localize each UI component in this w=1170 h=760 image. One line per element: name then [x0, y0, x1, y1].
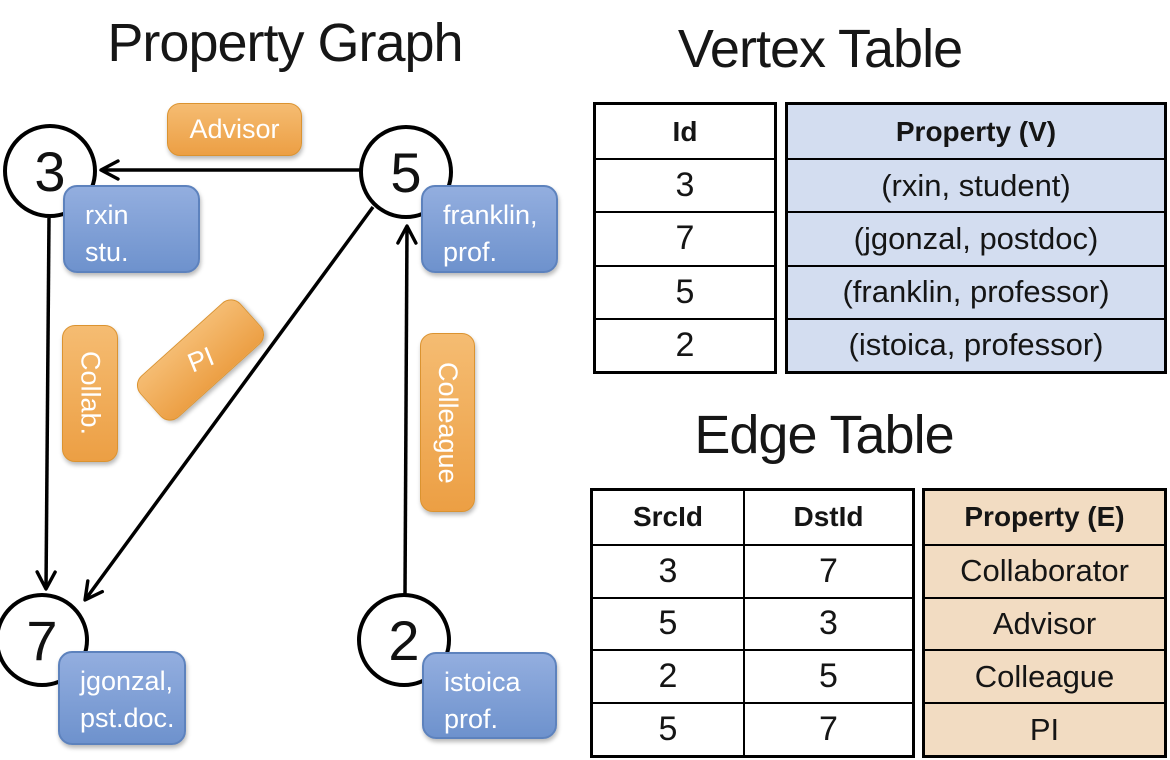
table-cell: 7: [743, 702, 912, 755]
table-cell: 7: [596, 211, 774, 264]
table-cell: Collaborator: [925, 543, 1164, 597]
table-cell: 5: [593, 596, 743, 650]
table-cell: 5: [593, 702, 743, 755]
edge-collab-3-to-7: [35, 217, 57, 591]
table-cell: (rxin, student): [788, 158, 1164, 211]
vertex-props-franklin: franklin, prof.: [421, 185, 558, 273]
vertex-props-jgonzal: jgonzal, pst.doc.: [58, 651, 186, 745]
edge-pi-5-to-7: [83, 205, 375, 602]
table-cell: 3: [596, 158, 774, 211]
edge-label-colleague: Colleague: [420, 333, 475, 512]
vertex-table-id-column: Id 3 7 5 2: [593, 102, 777, 374]
edge-col-header-srcid: SrcId: [632, 501, 704, 533]
edge-col-header-dstid: DstId: [743, 491, 912, 544]
vertex-props-istoica: istoica prof.: [422, 652, 557, 739]
vertex-table-title: Vertex Table: [677, 19, 963, 79]
edge-table-title: Edge Table: [694, 405, 954, 465]
table-cell: 3: [743, 596, 912, 650]
property-graph-title: Property Graph: [107, 13, 463, 73]
node-5: 5: [359, 125, 453, 219]
table-cell: 2: [596, 317, 774, 371]
table-cell: 7: [743, 543, 912, 597]
table-cell: PI: [925, 702, 1164, 755]
table-cell: Colleague: [925, 649, 1164, 702]
vertex-table-property-column: Property (V) (rxin, student) (jgonzal, p…: [785, 102, 1167, 374]
table-cell: (jgonzal, postdoc): [788, 211, 1164, 264]
edge-table-id-columns: SrcId DstId 3 7 5 3 2 5 5 7: [590, 488, 915, 758]
table-cell: 5: [596, 264, 774, 318]
table-cell: 5: [743, 649, 912, 703]
edge-label-advisor: Advisor: [167, 103, 302, 156]
vertex-props-rxin: rxin stu.: [63, 185, 200, 273]
graph-edges: [35, 159, 418, 602]
edge-label-collab: Collab.: [62, 325, 118, 462]
table-cell: 2: [593, 649, 743, 702]
table-cell: (franklin, professor): [788, 264, 1164, 318]
table-cell: 3: [593, 543, 743, 597]
table-cell: (istoica, professor): [788, 317, 1164, 371]
vertex-col-header-property: Property (V): [895, 115, 1057, 147]
vertex-col-header-id: Id: [672, 115, 698, 147]
edge-colleague-2-to-5: [396, 224, 418, 595]
edge-table-property-column: Property (E) Collaborator Advisor Collea…: [922, 488, 1167, 758]
edge-col-header-property: Property (E): [964, 501, 1125, 533]
table-cell: Advisor: [925, 596, 1164, 650]
